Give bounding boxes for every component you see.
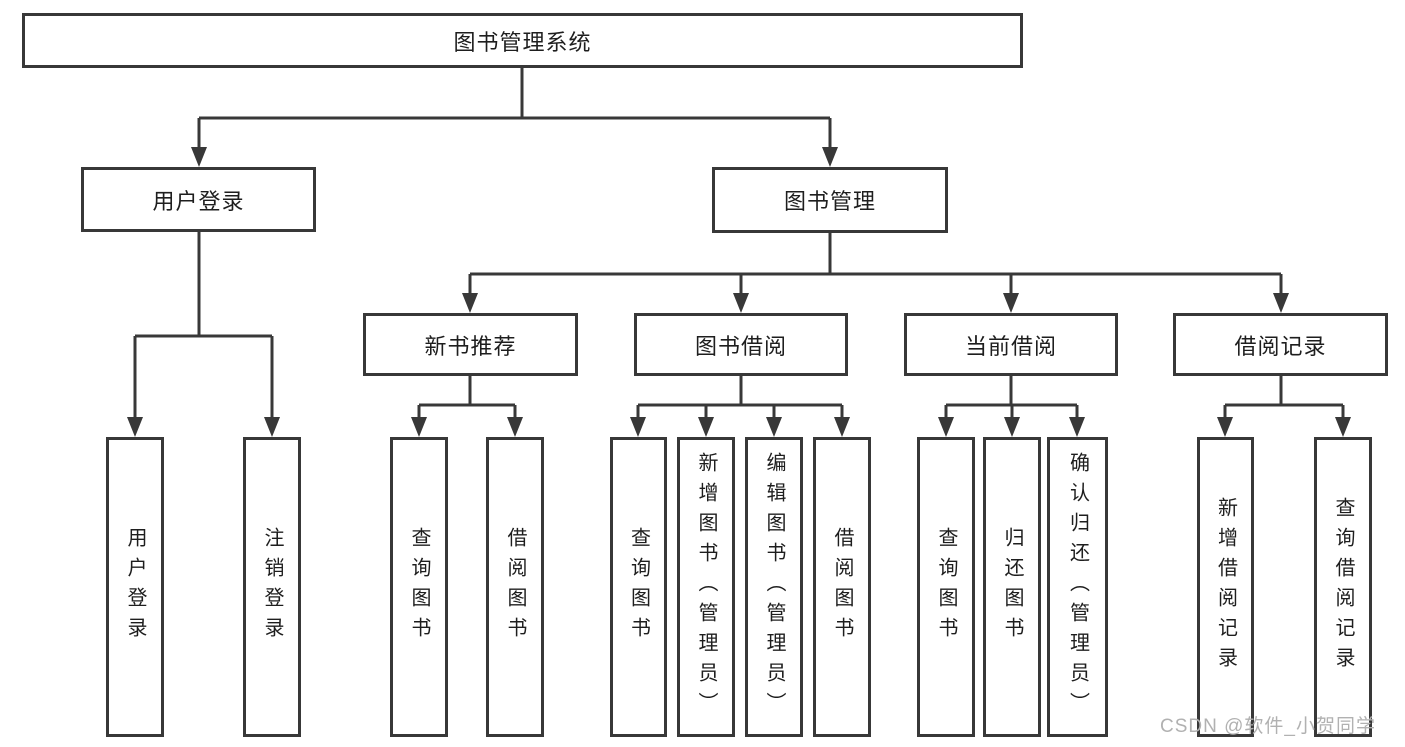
leaf-edit-books-admin: 编辑图书（管理员）: [745, 437, 803, 737]
leaf-label: 归还图书: [1001, 527, 1023, 647]
leaf-label: 新增借阅记录: [1214, 497, 1237, 677]
csdn-watermark: CSDN @软件_小贺同学: [1160, 716, 1376, 737]
leaf-query-books-recommend: 查询图书: [390, 437, 448, 737]
leaf-logout-login: 注销登录: [243, 437, 301, 737]
leaf-query-books-current: 查询图书: [917, 437, 975, 737]
leaf-label: 注销登录: [261, 527, 283, 647]
node-new-book-recommend: 新书推荐: [363, 313, 578, 376]
node-user-login: 用户登录: [81, 167, 316, 232]
leaf-add-books-admin: 新增图书（管理员）: [677, 437, 735, 737]
leaf-return-books: 归还图书: [983, 437, 1041, 737]
leaf-borrow-books: 借阅图书: [813, 437, 871, 737]
leaf-label: 借阅图书: [831, 527, 853, 647]
leaf-borrow-books-recommend: 借阅图书: [486, 437, 544, 737]
node-book-management: 图书管理: [712, 167, 948, 233]
node-borrow-records: 借阅记录: [1173, 313, 1388, 376]
node-current-borrow: 当前借阅: [904, 313, 1118, 376]
leaf-label: 借阅图书: [504, 527, 526, 647]
leaf-add-borrow-record: 新增借阅记录: [1197, 437, 1254, 737]
leaf-confirm-return-admin: 确认归还（管理员）: [1047, 437, 1108, 737]
leaf-query-books-borrow: 查询图书: [610, 437, 667, 737]
node-library-management-system: 图书管理系统: [22, 13, 1023, 68]
leaf-user-login: 用户登录: [106, 437, 164, 737]
leaf-label: 查询借阅记录: [1332, 497, 1354, 677]
leaf-query-borrow-record: 查询借阅记录: [1314, 437, 1372, 737]
leaf-label: 新增图书（管理员）: [695, 452, 717, 722]
leaf-label: 编辑图书（管理员）: [763, 452, 785, 722]
leaf-label: 确认归还（管理员）: [1066, 452, 1089, 722]
leaf-label: 查询图书: [408, 527, 430, 647]
leaf-label: 查询图书: [627, 527, 650, 647]
leaf-label: 用户登录: [124, 527, 146, 647]
leaf-label: 查询图书: [935, 527, 957, 647]
node-book-borrow: 图书借阅: [634, 313, 848, 376]
